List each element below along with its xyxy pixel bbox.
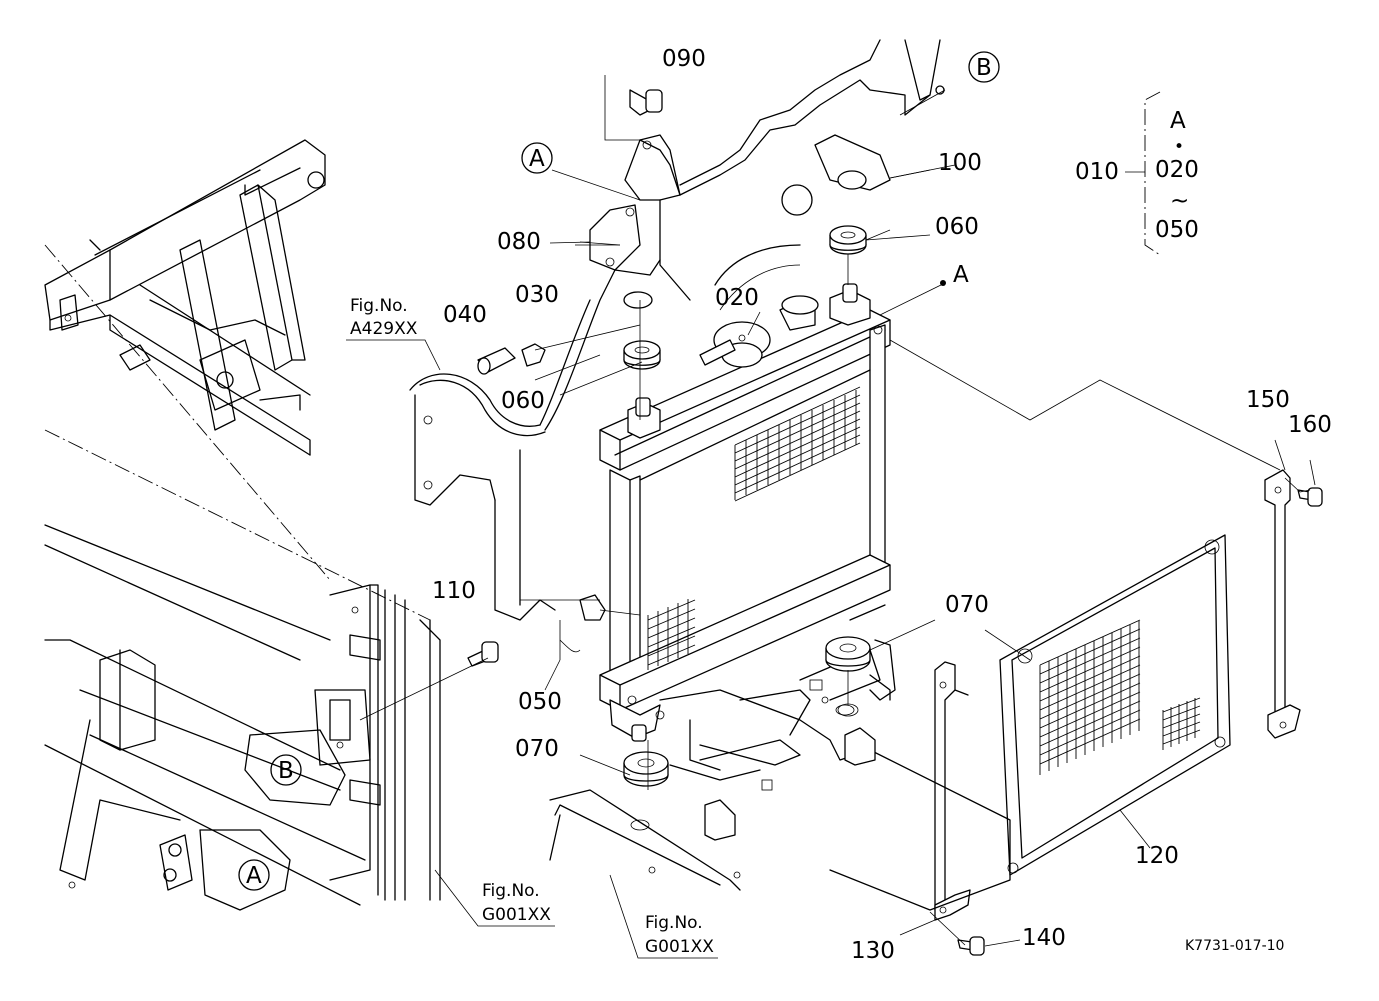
part-label-160: 160	[1288, 412, 1332, 438]
ref-g001-left-underline	[434, 869, 555, 927]
bushes-drawing	[477, 225, 871, 787]
marker-a-left: A	[246, 863, 262, 889]
marker-b-left: B	[278, 758, 294, 784]
assembly-range-sep: ~	[1170, 188, 1189, 214]
ref-g001-right-line2: G001XX	[645, 937, 714, 957]
circled-markers	[238, 51, 1000, 891]
radiator-drawing	[579, 283, 891, 742]
part-label-150: 150	[1246, 387, 1290, 413]
ref-a429-line1: Fig.No.	[350, 296, 408, 316]
radiator-core-mesh	[647, 386, 861, 670]
ref-g001-right-underline	[609, 874, 718, 959]
part-label-060-left: 060	[501, 388, 545, 414]
part-label-040: 040	[443, 302, 487, 328]
part-label-110: 110	[432, 578, 476, 604]
part-label-030: 030	[515, 282, 559, 308]
upper-frame-drawing	[44, 139, 326, 456]
ref-g001-right-line1: Fig.No.	[645, 913, 703, 933]
part-label-100: 100	[938, 150, 982, 176]
part-label-070-left: 070	[515, 736, 559, 762]
assembly-dot: •	[1174, 137, 1184, 157]
part-label-060-right: 060	[935, 214, 979, 240]
part-label-080: 080	[497, 229, 541, 255]
part-label-140: 140	[1022, 925, 1066, 951]
leader-lines	[359, 89, 1316, 947]
shroud-drawing	[999, 534, 1231, 876]
part-label-120: 120	[1135, 843, 1179, 869]
assembly-end: 050	[1155, 217, 1199, 243]
ref-g001-left-line2: G001XX	[482, 905, 551, 925]
assembly-top-marker: A	[1170, 108, 1186, 134]
part-label-130: 130	[851, 938, 895, 964]
shroud-mesh	[1039, 619, 1201, 775]
part-label-020: 020	[715, 285, 759, 311]
marker-a-radiator: A	[953, 262, 969, 288]
stays-drawing	[467, 469, 1323, 956]
assembly-bracket	[1125, 91, 1161, 256]
marker-b-top: B	[976, 55, 992, 81]
ref-g001-left-line1: Fig.No.	[482, 881, 540, 901]
part-label-090: 090	[662, 46, 706, 72]
assembly-start: 020	[1155, 157, 1199, 183]
ref-a429-line2: A429XX	[350, 319, 418, 339]
ref-a429-underline	[346, 339, 441, 371]
marker-a-top: A	[529, 146, 545, 172]
top-bracket-drawing	[579, 39, 945, 311]
hose-drawing	[409, 269, 616, 660]
part-label-050: 050	[518, 689, 562, 715]
catalog-code: K7731-017-10	[1185, 938, 1284, 954]
part-label-070-right: 070	[945, 592, 989, 618]
lower-frame-drawing	[44, 244, 441, 911]
assembly-label-010: 010	[1075, 159, 1119, 185]
